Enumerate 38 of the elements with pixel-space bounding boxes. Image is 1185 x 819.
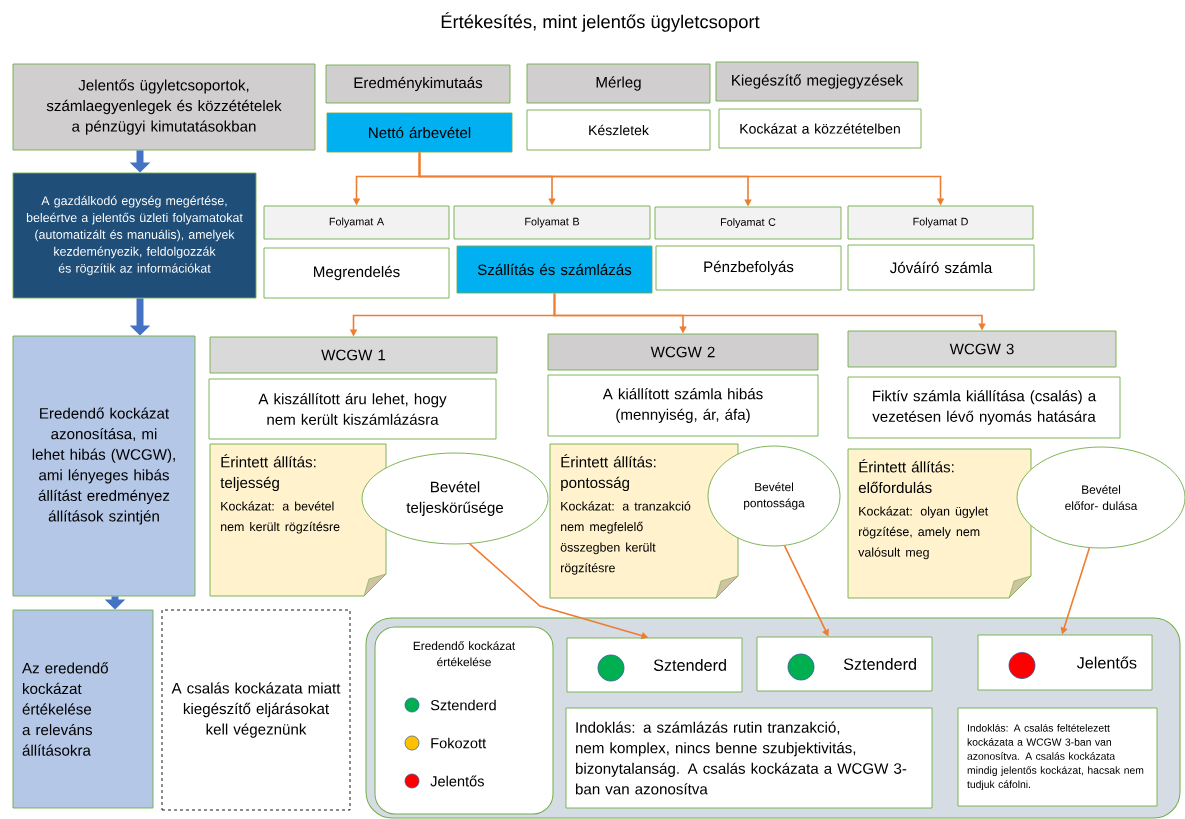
process-box: Eredendő kockázat azonosítása, mi lehet hibás (WCGW), ami lényeges hibás állítást eredményez állítások szintjén: [12, 335, 196, 597]
rating-box: Sztenderd: [756, 636, 933, 692]
process-box: Megrendelés: [263, 247, 450, 299]
process-header: Folyamat D: [847, 205, 1034, 240]
sticky-note: Érintett állítás: előfordulás Kockázat: olyan ügylet rögzítése, amely nem valósult meg: [847, 448, 1032, 599]
risk-header: WCGW 1: [209, 336, 498, 374]
legend-item: Jelentős: [404, 773, 484, 789]
rating-box: Jelentős: [977, 634, 1153, 691]
title: Értékesítés, mint jelentős ügyletcsoport: [441, 12, 760, 32]
process-box: A gazdálkodó egység megértése, beleértve a jelentős üzleti folyamatokat (automatizált és manuális), amelyek kezdeményezik, feldolgozzák és rögzítik az információkat: [12, 172, 257, 299]
statement-header: Kiegészítő megjegyzések: [715, 61, 919, 102]
account-box: Készletek: [526, 109, 711, 151]
process-header: Folyamat B: [453, 205, 651, 240]
node-label: Bevétel előfor- dulása: [1065, 485, 1138, 511]
account-box: Kockázat a közzétételben: [718, 108, 922, 149]
account-box: Nettó árbevétel: [326, 112, 513, 153]
process-box: Az eredendő kockázat értékelése a releváns állításokra: [12, 609, 154, 809]
justification-box: Indoklás: a számlázás rutin tranzakció, nem komplex, nincs benne szubjektivitás, bizonytalanság. A csalás kockázata a WCGW 3-ban van azonosítva: [565, 707, 933, 809]
legend-item: Fokozott: [404, 735, 486, 751]
statement-header: Mérleg: [526, 63, 711, 104]
process-box: Szállítás és számlázás: [456, 245, 653, 294]
process-box: Pénzbefolyás: [655, 245, 842, 291]
process-box: Jóváíró számla: [847, 244, 1035, 291]
risk-header: WCGW 2: [547, 333, 819, 371]
risk-box: A kiállított számla hibás (mennyiség, ár, áfa): [547, 374, 819, 437]
sticky-note: Érintett állítás: teljesség Kockázat: a bevétel nem került rögzítésre: [209, 443, 387, 597]
note-box: A csalás kockázata miatt kiegészítő eljárásokat kell végeznünk: [161, 609, 351, 811]
risk-header: WCGW 3: [847, 330, 1117, 368]
justification-box: Indoklás: A csalás feltételezett kockázata a WCGW 3-ban van azonosítva. A csalás kockázata mindig jelentős kockázat, hacsak nem tudjuk cáfolni.: [957, 707, 1158, 807]
process-header: Folyamat C: [654, 206, 842, 240]
process-header: Folyamat A: [263, 205, 450, 240]
rating-box: Sztenderd: [566, 637, 743, 693]
legend-item: Sztenderd: [404, 697, 496, 713]
risk-box: A kiszállított áru lehet, hogy nem került kiszámlázásra: [208, 378, 497, 440]
statement-header: Eredménykimutaás: [325, 64, 511, 104]
category-box: Jelentős ügyletcsoportok, számlaegyenlegek és közzétételek a pénzügyi kimutatásokban: [12, 63, 316, 151]
sticky-note: Érintett állítás: pontosság Kockázat: a tranzakció nem megfelelő összegben került rögzítésre: [549, 443, 739, 599]
risk-box: Fiktív számla kiállítása (csalás) a vezetésen lévő nyomás hatására: [847, 376, 1121, 439]
